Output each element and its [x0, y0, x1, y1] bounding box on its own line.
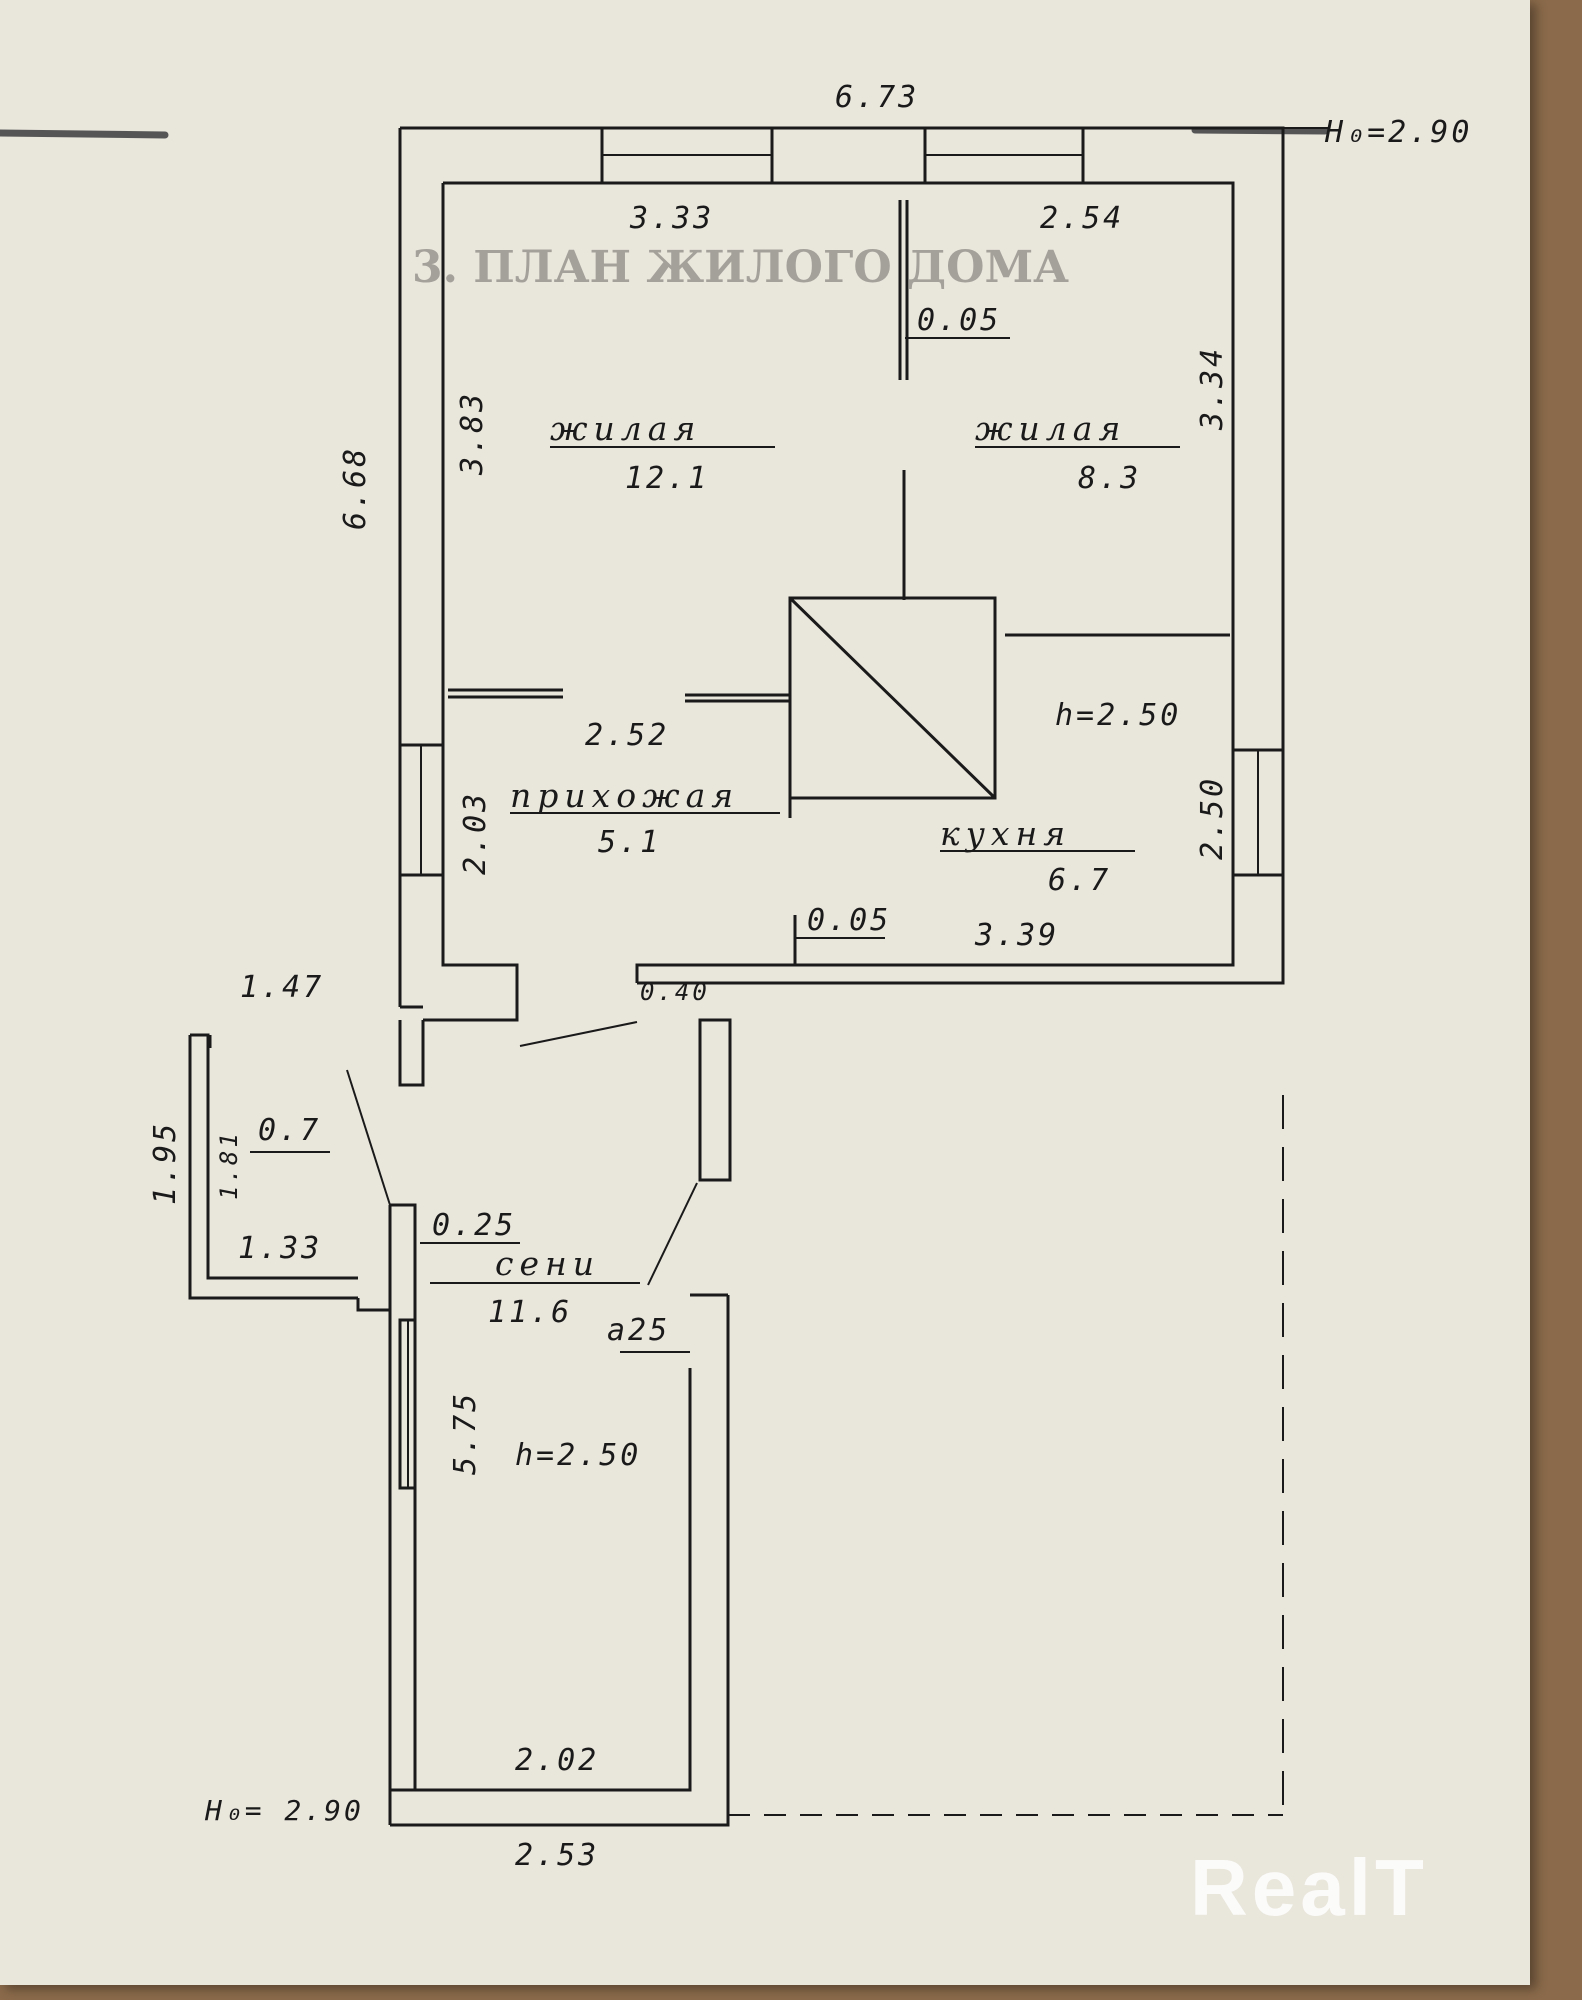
room-living-2-name: жилая [975, 409, 1126, 448]
dim-kitchen-height: h=2.50 [1055, 698, 1181, 733]
dim-kitchen-side: 2.50 [1195, 776, 1230, 860]
dim-hall-width: 2.52 [585, 718, 669, 753]
dim-partition-top: 0.05 [917, 303, 1001, 338]
dim-closet-inner: 1.81 [215, 1130, 243, 1200]
room-hall-area: 5.1 [598, 825, 661, 860]
dim-wall-025-b: a25 [607, 1313, 670, 1348]
room-living-1-area: 12.1 [625, 461, 709, 496]
floor-plan: 3. ПЛАН ЖИЛОГО ДОМА [0, 80, 1472, 1932]
dim-wall-025-a: 0.25 [432, 1208, 516, 1243]
realt-watermark: RealT [1190, 1843, 1428, 1932]
dim-house-depth: 6.68 [338, 446, 373, 530]
dim-top-left-room: 3.33 [629, 201, 714, 236]
dim-veranda-length: 5.75 [448, 1391, 483, 1475]
dim-ceiling-house: H₀=2.90 [1324, 115, 1472, 150]
paper-sheet: 3. ПЛАН ЖИЛОГО ДОМА [0, 0, 1530, 1985]
dim-right-room-height: 3.34 [1195, 346, 1230, 431]
dim-left-room-height: 3.83 [455, 391, 490, 476]
dim-closet-outer: 1.95 [148, 1121, 183, 1205]
entry-walls [188, 1018, 1284, 1827]
dim-kitchen-width: 3.39 [974, 918, 1059, 953]
room-hall-name: прихожая [510, 776, 739, 815]
room-kitchen-area: 6.7 [1048, 863, 1111, 898]
dim-closet-bottom: 1.33 [238, 1231, 322, 1266]
room-living-1-name: жилая [550, 409, 701, 448]
dim-wall-thickness: 0.40 [640, 978, 710, 1006]
interior-partitions [448, 200, 1230, 965]
room-closet-area: 0.7 [258, 1113, 321, 1148]
dim-partition-bottom: 0.05 [807, 903, 891, 938]
dim-top-right-room: 2.54 [1040, 201, 1124, 236]
dim-hall-height: 2.03 [458, 791, 493, 875]
dim-veranda-height: h=2.50 [515, 1438, 641, 1473]
plan-title: 3. ПЛАН ЖИЛОГО ДОМА [412, 242, 1069, 293]
room-entry-name: сени [495, 1244, 600, 1283]
dim-overall-width: 6.73 [835, 80, 919, 115]
stove [788, 596, 997, 800]
house-walls [398, 126, 1285, 1087]
dim-ceiling-porch: H₀= 2.90 [204, 1794, 364, 1827]
dim-veranda-width-outer: 2.53 [515, 1838, 599, 1873]
dim-closet-width: 1.47 [240, 970, 324, 1005]
staple-left [0, 129, 169, 139]
room-entry-area: 11.6 [488, 1295, 572, 1330]
room-kitchen-name: кухня [940, 814, 1071, 853]
dim-veranda-width-inner: 2.02 [515, 1743, 599, 1778]
staple-right [1191, 126, 1329, 135]
room-living-2-area: 8.3 [1078, 461, 1141, 496]
